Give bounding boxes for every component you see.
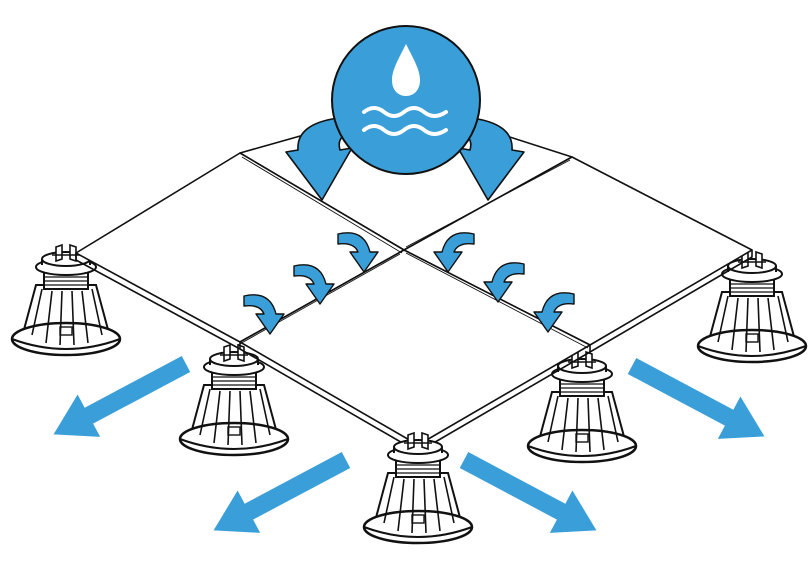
- water-drop-icon: [392, 44, 420, 96]
- water-waves-icon: [362, 106, 448, 136]
- pedestal-front-center: [362, 431, 474, 545]
- pedestal-front-left: [178, 343, 290, 457]
- water-icon-badge: [331, 25, 481, 175]
- outflow-arrow-left: [42, 342, 198, 456]
